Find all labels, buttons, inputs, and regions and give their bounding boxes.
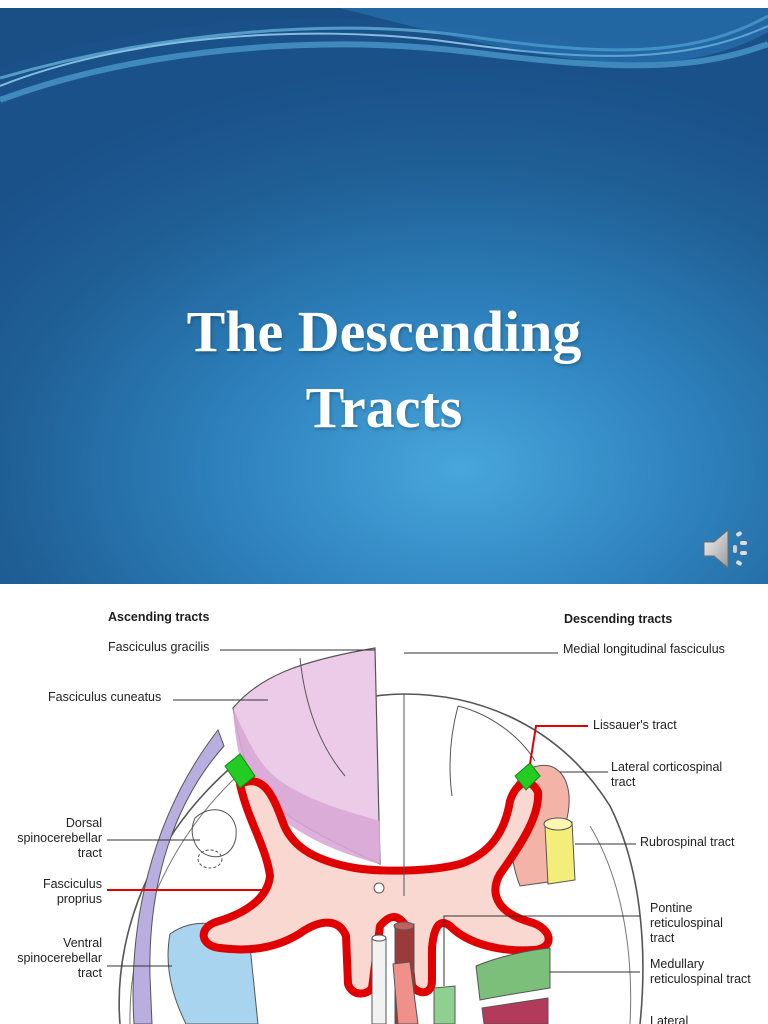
label-lateral-corticospinal: Lateral corticospinal tract — [611, 760, 723, 789]
dorsal-spinocerebellar-region — [132, 728, 225, 1024]
label-rubrospinal-tract: Rubrospinal tract — [640, 835, 735, 849]
label-medullary-reticulospinal: Medullary reticulospinal tract — [650, 957, 751, 986]
medullary-reticulospinal-region — [475, 947, 551, 1001]
spinal-cord-diagram: Ascending tracts Fasciculus gracilis Fas… — [0, 596, 768, 1024]
lissauer-left — [224, 753, 256, 789]
decorative-waves — [0, 8, 768, 103]
label-fasciculus-cuneatus: Fasciculus cuneatus — [48, 690, 162, 704]
ascending-tracts-header: Ascending tracts — [108, 610, 210, 624]
slide-title-line-1: The Descending — [186, 299, 582, 364]
label-lissauers-tract: Lissauer's tract — [593, 718, 677, 732]
label-ventral-spinocerebellar: Ventral spinocerebellar tract — [17, 936, 102, 980]
rubrospinal-region — [544, 821, 576, 885]
slide-title-line-2: Tracts — [305, 375, 463, 440]
descending-tracts-header: Descending tracts — [564, 612, 673, 626]
slide-title: The Descending Tracts — [84, 294, 684, 446]
speaker-audio-icon[interactable] — [700, 524, 756, 574]
title-slide: The Descending Tracts — [0, 8, 768, 584]
label-fasciculus-proprius: Fasciculus proprius — [42, 877, 102, 906]
lissauer-right — [514, 762, 541, 791]
label-fasciculus-gracilis: Fasciculus gracilis — [108, 640, 210, 654]
label-dorsal-spinocerebellar: Dorsal spinocerebellar tract — [17, 816, 102, 860]
central-canal — [373, 882, 385, 894]
label-lateral-bottom: Lateral — [650, 1014, 689, 1024]
label-medial-longitudinal-fasciculus: Medial longitudinal fasciculus — [563, 642, 725, 656]
spinal-cord-illustration — [107, 647, 644, 1024]
label-pontine-reticulospinal: Pontine reticulospinal tract — [650, 901, 723, 945]
